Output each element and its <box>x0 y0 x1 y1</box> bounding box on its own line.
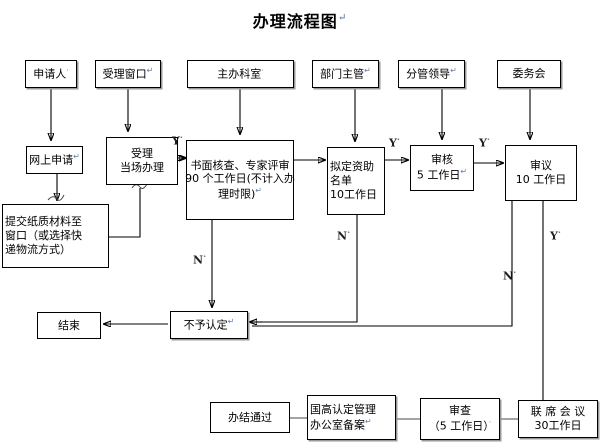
lane-header-label: 受理窗口↵ <box>102 66 154 81</box>
branch-label-text: Y <box>550 229 558 243</box>
node-line: 审核 <box>431 153 453 167</box>
node-line: 审议 <box>530 159 552 173</box>
node-line: 受理 <box>131 147 153 161</box>
lane-header-label: 部门主管↵ <box>320 66 371 81</box>
paragraph-mark: ↵ <box>365 416 372 426</box>
lane-header-window: 受理窗口↵ <box>95 60 161 88</box>
wire-paper-to-accept <box>109 188 141 238</box>
branch-label-text: N <box>337 229 348 243</box>
node-accept-onsite: 受理当场办理 <box>106 137 178 185</box>
paragraph-mark: · <box>513 268 517 277</box>
node-line: 书面核查、专家评审 <box>190 158 290 172</box>
node-line: 递物流方式） <box>5 242 71 256</box>
paragraph-mark: ↵ <box>337 12 348 24</box>
lane-header-department: 主办科室· <box>187 60 294 88</box>
node-line: 10工作日 <box>330 187 377 201</box>
paragraph-mark: ↵ <box>146 66 154 76</box>
node-end: 结束 <box>37 312 101 339</box>
node-online-apply: 网上申请↵ <box>26 146 83 174</box>
node-line: 5 工作日↵ <box>416 167 468 182</box>
branch-label-n-deliberate-reject: N· <box>503 268 516 283</box>
paragraph-mark: · <box>66 66 69 76</box>
node-line: 办公室备案↵ <box>310 416 372 432</box>
branch-label-y-accept-to-review: Y· <box>172 133 183 148</box>
paragraph-mark: ↵ <box>364 66 371 76</box>
branch-label-n-review-reject: N· <box>193 252 206 267</box>
lane-header-label: 主办科室· <box>217 66 264 81</box>
node-line: 名单 <box>330 174 352 188</box>
node-line: 30工作日 <box>534 419 582 432</box>
node-record-office: 国高认定管理办公室备案↵ <box>307 395 396 440</box>
paragraph-mark: · <box>203 252 207 261</box>
node-line: 90 个工作日(不计入办 <box>185 172 295 186</box>
node-line: 结束 <box>58 318 80 332</box>
paragraph-mark: ↵ <box>227 317 235 327</box>
branch-label-text: Y <box>172 134 180 148</box>
paragraph-mark: ↵ <box>73 152 80 162</box>
page-title-text: 办理流程图 <box>252 12 338 31</box>
lane-header-leader: 分管领导↵ <box>398 60 465 88</box>
node-line: 拟定资助 <box>330 160 374 174</box>
squiggle-paper <box>47 194 65 201</box>
paragraph-mark: · <box>261 66 264 76</box>
node-line: 网上申请↵ <box>29 152 80 167</box>
paragraph-mark: ↵ <box>255 186 262 196</box>
branch-label-text: Y <box>389 136 397 150</box>
lane-header-applicant: 申请人· <box>25 60 77 88</box>
node-line: 窗口（或选择快 <box>5 229 82 243</box>
paragraph-mark: · <box>347 228 351 237</box>
lane-header-committee: 委务会 <box>497 60 561 88</box>
lane-header-label: 申请人· <box>33 66 69 81</box>
node-examine: 审查（5 工作日）· <box>420 398 500 440</box>
node-line: 联 席 会 议 <box>530 405 586 419</box>
lane-header-label: 委务会 <box>512 67 546 81</box>
node-line: 当场办理 <box>120 161 164 174</box>
lane-header-supervisor: 部门主管↵ <box>312 60 379 88</box>
paragraph-mark: ↵ <box>460 167 468 177</box>
branch-label-n-draft-reject: N· <box>337 228 350 243</box>
branch-label-text: Y <box>479 136 487 150</box>
paragraph-mark: · <box>179 133 183 142</box>
paragraph-mark: · <box>396 135 400 144</box>
branch-label-text: N <box>193 253 204 267</box>
node-line: 10 工作日 <box>515 173 567 186</box>
page-title: 办理流程图↵ <box>0 8 600 32</box>
branch-label-y-review-to-draft: Y· <box>389 135 400 150</box>
node-line: 审查 <box>449 404 471 418</box>
node-line: 理时限)↵ <box>218 186 262 201</box>
node-line: （5 工作日）· <box>428 418 492 433</box>
node-line: 不予认定↵ <box>183 317 235 332</box>
paragraph-mark: · <box>557 228 561 237</box>
paragraph-mark: · <box>486 135 490 144</box>
node-not-recognized: 不予认定↵ <box>170 311 248 339</box>
branch-label-y-deliberate-pass: Y· <box>550 228 561 243</box>
node-line: 国高认定管理 <box>310 402 376 416</box>
node-submit-paper: 提交纸质材料至窗口（或选择快递物流方式） <box>2 204 109 268</box>
branch-label-text: N <box>503 269 514 283</box>
branch-label-y-draft-to-audit: Y· <box>479 135 490 150</box>
node-line: 提交纸质材料至 <box>5 215 82 229</box>
paragraph-mark: · <box>488 418 492 428</box>
paragraph-mark: ↵ <box>450 66 457 76</box>
lane-header-label: 分管领导↵ <box>406 66 457 81</box>
node-line: 办结通过 <box>228 410 272 424</box>
node-completed: 办结通过 <box>210 402 290 433</box>
